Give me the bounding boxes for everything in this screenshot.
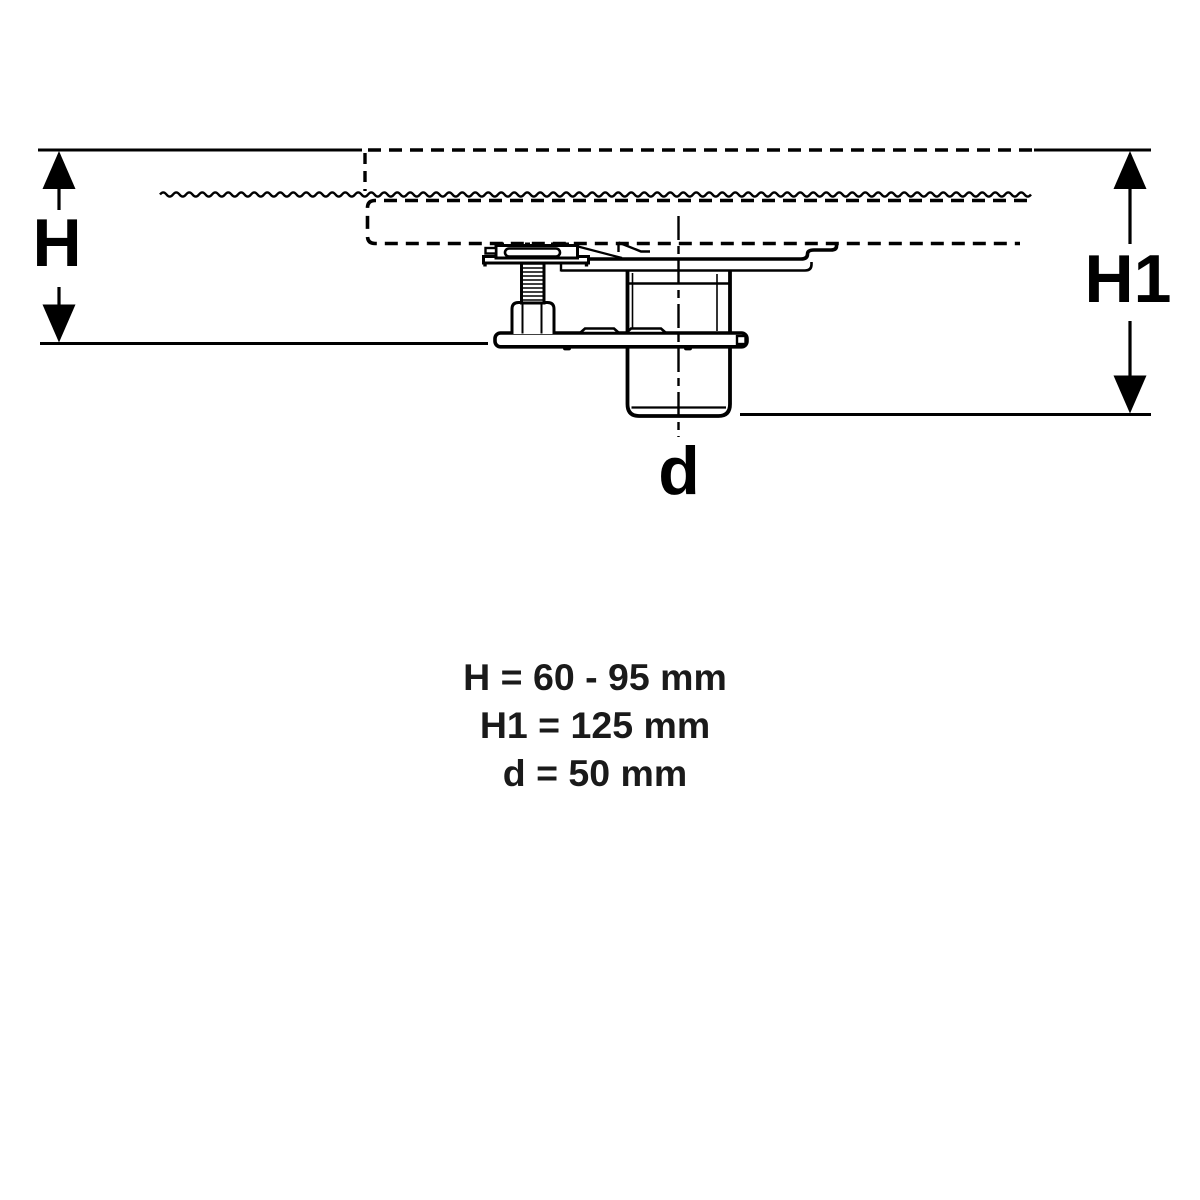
dimension-h: H [32, 151, 82, 343]
legend-line-h: H = 60 - 95 mm [463, 656, 727, 698]
legend: H = 60 - 95 mm H1 = 125 mm d = 50 mm [463, 656, 727, 794]
arrowhead-down-h [42, 304, 76, 343]
base-plate-nub-2 [684, 346, 692, 351]
level-marker-diagonal [577, 245, 623, 260]
base-plate-nub-1 [563, 346, 571, 351]
arrowhead-up-h1 [1113, 151, 1147, 189]
legend-line-d: d = 50 mm [503, 752, 687, 794]
drain-body [482, 241, 839, 418]
base-plate-bump-1 [576, 327, 623, 335]
cap-slot [503, 247, 562, 258]
cap-left-notch [484, 246, 498, 255]
grate-support-cap [482, 242, 590, 267]
foot-block [510, 301, 556, 334]
grate-wave-line [159, 191, 1032, 198]
base-plate [493, 331, 749, 349]
dim-h1-label: H1 [1085, 241, 1172, 317]
legend-line-h1: H1 = 125 mm [480, 704, 710, 746]
flange-top-edge [559, 243, 839, 261]
reference-lines [38, 148, 1151, 416]
flange-bottom-edge [561, 262, 813, 272]
base-plate-end-detail [735, 334, 747, 346]
dim-d-label: d [658, 433, 700, 509]
base-plate-bump-2 [622, 327, 670, 335]
dimension-h1: H1 [1085, 151, 1172, 414]
screed-layer-dashed-outline [365, 198, 1027, 246]
floor-layers [159, 148, 1033, 246]
arrowhead-down-h1 [1113, 375, 1147, 414]
dim-h-label: H [32, 205, 81, 281]
level-marker-zigzag [617, 241, 650, 253]
arrowhead-up-h [42, 151, 76, 189]
